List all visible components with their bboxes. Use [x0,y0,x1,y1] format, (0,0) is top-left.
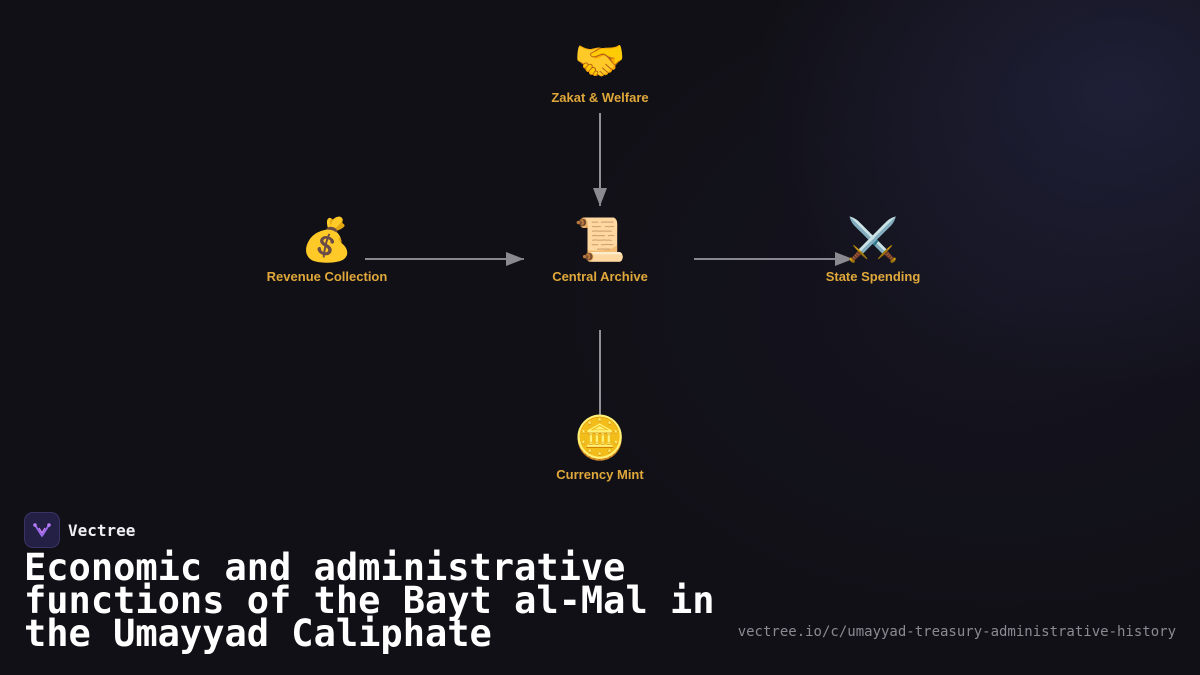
scroll-icon: 📜 [573,216,627,263]
node-zakat-welfare: 🤝 Zakat & Welfare [510,36,690,105]
node-currency-mint: 🪙 Currency Mint [510,413,690,482]
node-label: Currency Mint [556,467,644,482]
page-title: Economic and administrative functions of… [24,546,715,655]
source-url[interactable]: vectree.io/c/umayyad-treasury-administra… [737,624,1176,640]
node-label: Central Archive [552,269,648,284]
node-label: Zakat & Welfare [551,90,649,105]
node-label: State Spending [825,269,921,284]
node-central-archive: 📜 Central Archive [510,215,690,284]
crossed-swords-icon: ⚔️ [846,216,900,263]
node-revenue-collection: 💰 Revenue Collection [237,215,417,284]
money-bag-icon: 💰 [300,216,354,263]
node-state-spending: ⚔️ State Spending [783,215,963,284]
brand-name: Vectree [68,520,136,540]
coin-icon: 🪙 [573,414,627,461]
node-label: Revenue Collection [266,269,388,284]
vectree-logo-icon [24,512,60,548]
brand[interactable]: Vectree [24,512,135,548]
handshake-icon: 🤝 [573,37,627,84]
